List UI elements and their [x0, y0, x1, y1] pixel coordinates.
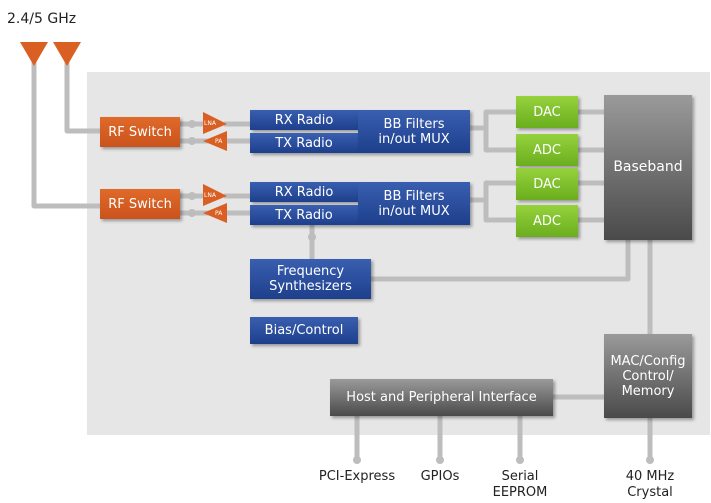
pa-amplifier-icon: [203, 203, 227, 223]
junction-dot: [646, 456, 654, 464]
pa-amplifier-icon: [203, 131, 227, 151]
adc-block: ADC: [516, 134, 578, 166]
junction-dot: [516, 456, 524, 464]
lna-amplifier-icon: [203, 184, 227, 206]
junction-dot: [353, 456, 361, 464]
bb-filters-block: BB Filters in/out MUX: [358, 182, 470, 225]
serial-line1: Serial: [501, 469, 539, 484]
lna-amplifier-icon: [203, 112, 227, 134]
baseband-block: Baseband: [604, 95, 692, 240]
host-interface-block: Host and Peripheral Interface: [330, 379, 553, 416]
wire-bb1-adc1: [470, 125, 516, 153]
pa-label: PA: [215, 210, 223, 217]
mac-line2: Control/: [622, 368, 674, 384]
rx-radio-block: RX Radio: [250, 110, 358, 130]
antenna-icon: [20, 42, 48, 66]
pa-label: PA: [215, 138, 223, 145]
serial-eeprom-label: Serial EEPROM: [490, 469, 550, 501]
dac-block: DAC: [516, 168, 578, 200]
lna-label: LNA: [204, 192, 216, 199]
gpios-label: GPIOs: [420, 469, 460, 484]
antenna-icon: [53, 42, 81, 66]
band-label: 2.4/5 GHz: [7, 11, 77, 27]
dac-block: DAC: [516, 96, 578, 128]
frequency-synthesizers-block: Frequency Synthesizers: [250, 259, 371, 299]
crystal-line2: Crystal: [627, 485, 673, 500]
adc-block: ADC: [516, 205, 578, 237]
bb-filters-block: BB Filters in/out MUX: [358, 110, 470, 153]
mac-config-block: MAC/Config Control/ Memory: [604, 334, 692, 418]
mac-line3: Memory: [621, 383, 675, 399]
bb-filters-line2: in/out MUX: [378, 131, 450, 147]
bias-control-block: Bias/Control: [250, 317, 358, 344]
crystal-label: 40 MHz Crystal: [615, 469, 685, 501]
junction-dot: [308, 233, 316, 241]
bb-filters-line1: BB Filters: [383, 188, 445, 204]
antenna-feed-2: [64, 62, 102, 134]
rf-switch-block: RF Switch: [100, 189, 180, 219]
pci-express-label: PCI-Express: [318, 469, 396, 484]
junction-dot: [436, 456, 444, 464]
bb-filters-line1: BB Filters: [383, 116, 445, 132]
wire-bb2-adc2: [470, 197, 516, 223]
junction-dot: [188, 120, 196, 128]
synth-line1: Frequency: [276, 264, 345, 279]
junction-dot: [188, 209, 196, 217]
rx-radio-block: RX Radio: [250, 182, 358, 202]
antenna-feed-1: [31, 62, 102, 209]
lna-label: LNA: [204, 120, 216, 127]
tx-radio-block: TX Radio: [250, 205, 358, 225]
mac-line1: MAC/Config: [610, 353, 686, 369]
serial-line2: EEPROM: [492, 485, 548, 500]
wire-synth-baseband: [371, 240, 631, 282]
synth-line2: Synthesizers: [269, 279, 352, 294]
crystal-line1: 40 MHz: [625, 469, 675, 484]
rf-switch-block: RF Switch: [100, 117, 180, 147]
tx-radio-block: TX Radio: [250, 133, 358, 153]
junction-dot: [188, 192, 196, 200]
bb-filters-line2: in/out MUX: [378, 203, 450, 219]
junction-dot: [188, 137, 196, 145]
